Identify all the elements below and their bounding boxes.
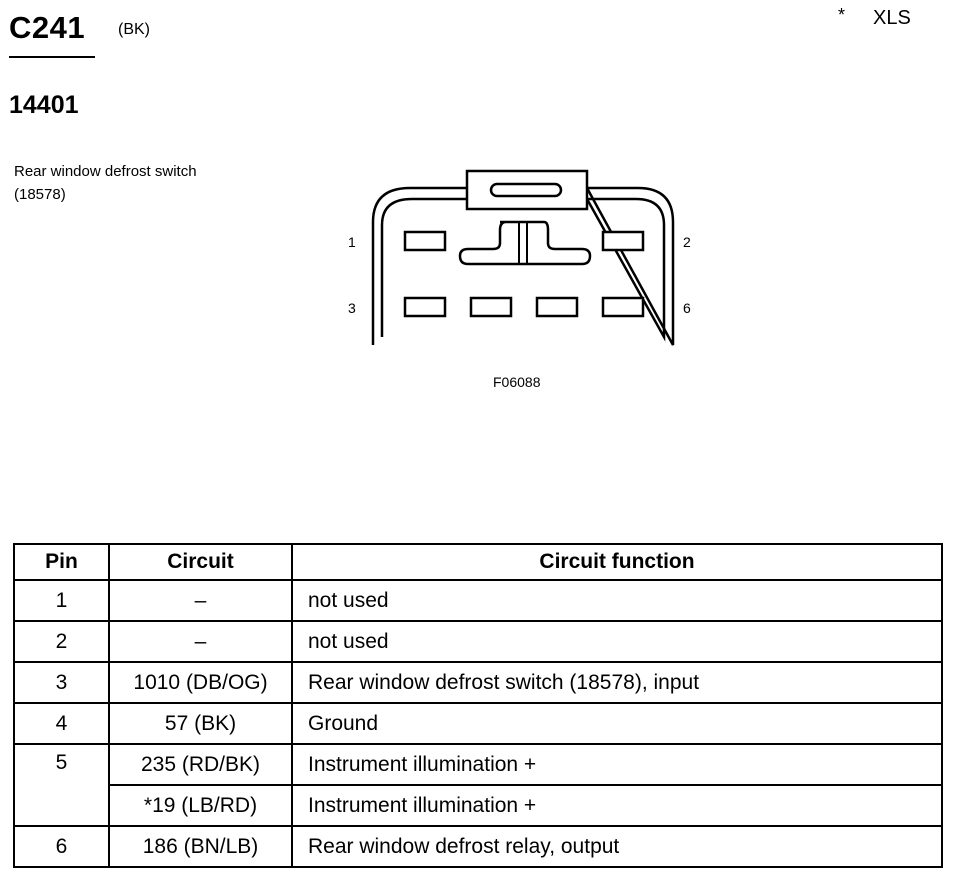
cell-circuit: – bbox=[108, 620, 293, 663]
cell-function: Rear window defrost switch (18578), inpu… bbox=[291, 661, 943, 704]
cell-function: Rear window defrost relay, output bbox=[291, 825, 943, 868]
pin-cavity-6 bbox=[601, 296, 645, 318]
header-pin: Pin bbox=[13, 543, 110, 581]
pin-cavity-5 bbox=[535, 296, 579, 318]
header-circuit: Circuit bbox=[108, 543, 293, 581]
table-row: 2 – not used bbox=[13, 620, 943, 663]
cell-circuit: 235 (RD/BK) bbox=[108, 743, 293, 786]
table-row: 1 – not used bbox=[13, 579, 943, 622]
connector-face-icon bbox=[371, 169, 675, 346]
cell-function: not used bbox=[291, 620, 943, 663]
cell-pin: 5 bbox=[13, 743, 110, 827]
table-row: *19 (LB/RD) Instrument illumination + bbox=[14, 784, 943, 827]
cell-circuit: 1010 (DB/OG) bbox=[108, 661, 293, 704]
pin-cavity-3 bbox=[403, 296, 447, 318]
table-row: 6 186 (BN/LB) Rear window defrost relay,… bbox=[13, 825, 943, 868]
cell-function: Ground bbox=[291, 702, 943, 745]
locking-tab-slot bbox=[489, 182, 563, 198]
cell-pin: 6 bbox=[13, 825, 110, 868]
cell-function: Instrument illumination + bbox=[291, 743, 943, 786]
cell-pin: 4 bbox=[13, 702, 110, 745]
cell-pin: 1 bbox=[13, 579, 110, 622]
figure-code: F06088 bbox=[493, 374, 541, 390]
cell-circuit: *19 (LB/RD) bbox=[108, 784, 293, 827]
note-model: XLS bbox=[873, 7, 911, 29]
pin-label-1: 1 bbox=[348, 234, 356, 250]
cell-pin: 3 bbox=[13, 661, 110, 704]
connector-id-underline bbox=[9, 56, 95, 58]
part-number: 14401 bbox=[9, 91, 79, 119]
pin-label-2: 2 bbox=[683, 234, 691, 250]
pin-label-3: 3 bbox=[348, 300, 356, 316]
cell-function: Instrument illumination + bbox=[291, 784, 943, 827]
cell-circuit: – bbox=[108, 579, 293, 622]
table-row: 5 235 (RD/BK) Instrument illumination + bbox=[13, 743, 943, 827]
pin-cavity-4 bbox=[469, 296, 513, 318]
pin-label-6: 6 bbox=[683, 300, 691, 316]
keying-rib bbox=[458, 220, 592, 266]
cell-pin: 2 bbox=[13, 620, 110, 663]
connector-housing-inner bbox=[380, 197, 666, 342]
connector-housing-outer bbox=[371, 186, 675, 346]
pin-cavity-2 bbox=[601, 230, 645, 252]
header-function: Circuit function bbox=[291, 543, 943, 581]
pin-cavity-1 bbox=[403, 230, 447, 252]
table-header-row: Pin Circuit Circuit function bbox=[13, 543, 943, 581]
cell-function: not used bbox=[291, 579, 943, 622]
connector-id: C241 bbox=[9, 10, 86, 45]
component-name: Rear window defrost switch (18578) bbox=[14, 163, 197, 203]
table-row: 3 1010 (DB/OG) Rear window defrost switc… bbox=[13, 661, 943, 704]
pin-table: Pin Circuit Circuit function 1 – not use… bbox=[13, 543, 943, 868]
cell-circuit: 186 (BN/LB) bbox=[108, 825, 293, 868]
connector-color: (BK) bbox=[118, 21, 150, 38]
note-star: * bbox=[838, 5, 846, 25]
cell-circuit: 57 (BK) bbox=[108, 702, 293, 745]
table-row: 4 57 (BK) Ground bbox=[13, 702, 943, 745]
